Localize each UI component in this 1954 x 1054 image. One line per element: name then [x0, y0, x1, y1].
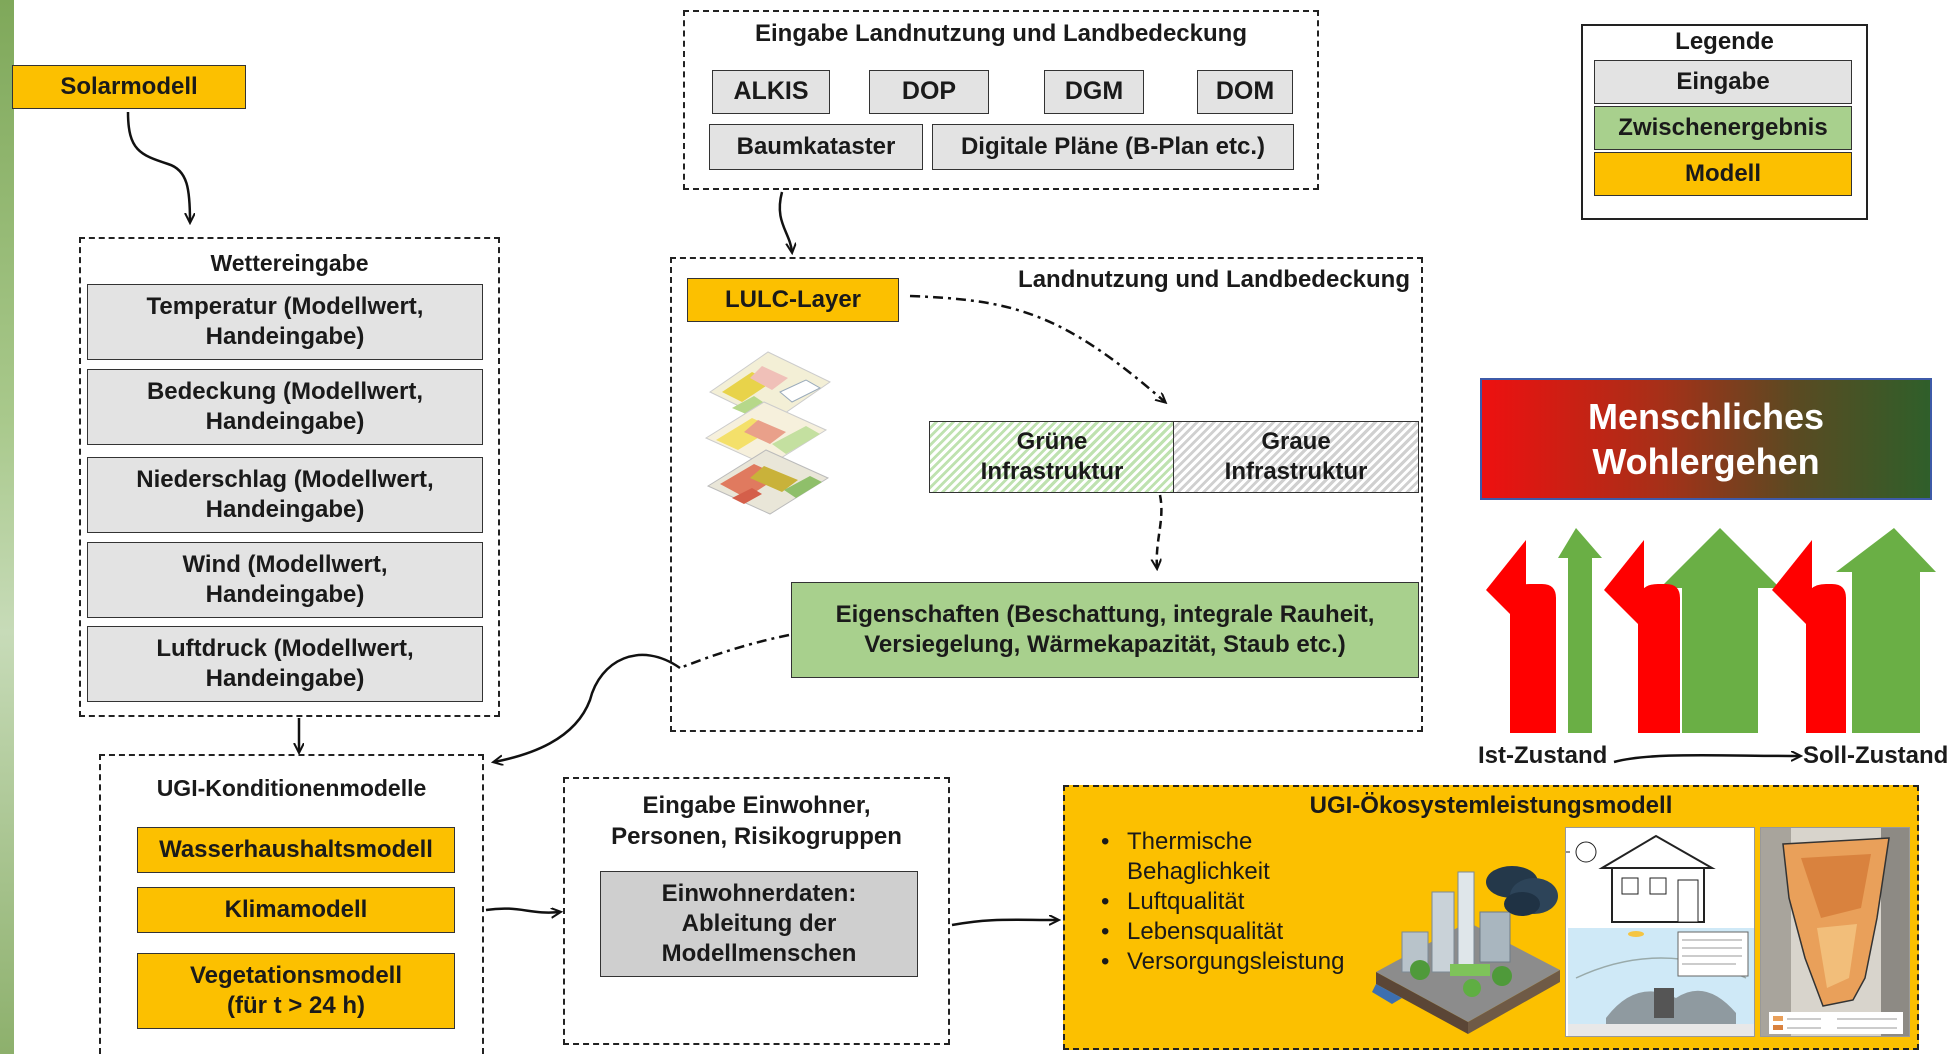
eco-item-lebensqualitaet: Lebensqualität	[1097, 917, 1307, 947]
arrow-pair-1	[1486, 528, 1602, 733]
heatmap-image	[1760, 827, 1910, 1037]
eco-item-thermisch: Thermische Behaglichkeit	[1097, 827, 1307, 887]
legend-eingabe: Eingabe	[1594, 60, 1852, 104]
weather-wind: Wind (Modellwert, Handeingabe)	[87, 542, 483, 618]
lulc-layer-box: LULC-Layer	[687, 278, 899, 322]
building-diagram-drawing	[1566, 834, 1754, 1036]
green-infrastructure-box: Grüne Infrastruktur	[929, 421, 1175, 493]
weather-title: Wettereingabe	[210, 250, 369, 276]
input-dop: DOP	[869, 70, 989, 114]
wellbeing-title: Menschliches Wohlergehen	[1587, 396, 1825, 482]
weather-niederschlag: Niederschlag (Modellwert, Handeingabe)	[87, 457, 483, 533]
city-illustration	[1372, 866, 1560, 1034]
building-diagram-image	[1565, 827, 1755, 1037]
legend-zwischenergebnis: Zwischenergebnis	[1594, 106, 1852, 150]
arrow-einwohner-to-eco	[951, 920, 1058, 927]
arrow-properties-to-ugi-solid	[494, 653, 681, 762]
input-dom: DOM	[1197, 70, 1293, 114]
legend-title: Legende	[1675, 28, 1774, 55]
solar-model-label: Solarmodell	[60, 73, 198, 100]
wellbeing-title-box: Menschliches Wohlergehen	[1480, 378, 1932, 500]
eco-item-versorgung: Versorgungsleistung	[1097, 947, 1344, 977]
weather-bedeckung: Bedeckung (Modellwert, Handeingabe)	[87, 369, 483, 445]
eco-item-luftqualitaet: Luftqualität	[1097, 887, 1307, 917]
arrow-ugi-to-einwohner	[485, 909, 560, 913]
arrow-solar-to-weather	[126, 111, 190, 222]
map-layer-bottom	[706, 449, 830, 515]
input-dgm: DGM	[1044, 70, 1144, 114]
lulc-title: Landnutzung und Landbedeckung	[1018, 266, 1410, 293]
eco-service-list: Thermische Behaglichkeit Luftqualität Le…	[1097, 827, 1344, 977]
input-digitale-plaene: Digitale Pläne (B-Plan etc.)	[932, 124, 1294, 170]
weather-luftdruck: Luftdruck (Modellwert, Handeingabe)	[87, 626, 483, 702]
arrow-infrastructure-to-properties	[1157, 494, 1163, 568]
model-klima: Klimamodell	[137, 887, 455, 933]
einwohner-title: Eingabe Einwohner, Personen, Risikogrupp…	[611, 792, 902, 851]
background-edge	[0, 0, 14, 1054]
weather-temperatur: Temperatur (Modellwert, Handeingabe)	[87, 284, 483, 360]
arrow-pair-2	[1604, 528, 1780, 733]
landuse-input-title: Eingabe Landnutzung und Landbedeckung	[755, 20, 1247, 47]
arrow-layer-to-infrastructure	[909, 294, 1165, 402]
map-layer-middle	[704, 401, 828, 467]
input-baumkataster: Baumkataster	[709, 124, 923, 170]
heatmap-drawing	[1761, 828, 1909, 1036]
input-alkis: ALKIS	[712, 70, 830, 114]
eco-service-title: UGI-Ökosystemleistungsmodell	[1309, 792, 1673, 819]
arrow-pair-3	[1772, 528, 1936, 733]
wellbeing-arrows	[1486, 528, 1936, 733]
arrow-properties-to-ugi	[679, 633, 790, 670]
model-vegetation: Vegetationsmodell (für t > 24 h)	[137, 953, 455, 1029]
einwohner-data-box: Einwohnerdaten: Ableitung der Modellmens…	[600, 871, 918, 977]
model-wasserhaushalt: Wasserhaushaltsmodell	[137, 827, 455, 873]
arrow-input-to-lulc	[778, 191, 792, 252]
ist-zustand-label: Ist-Zustand	[1478, 742, 1608, 769]
solar-model-box: Solarmodell	[12, 65, 246, 109]
grey-infrastructure-box: Graue Infrastruktur	[1173, 421, 1419, 493]
legend-modell: Modell	[1594, 152, 1852, 196]
lulc-map-stack-image	[704, 351, 831, 515]
ugi-condition-title: UGI-Konditionenmodelle	[156, 775, 427, 801]
properties-box: Eigenschaften (Beschattung, integrale Ra…	[791, 582, 1419, 678]
soll-zustand-label: Soll-Zustand	[1803, 742, 1949, 769]
arrow-ist-to-soll	[1613, 755, 1800, 764]
